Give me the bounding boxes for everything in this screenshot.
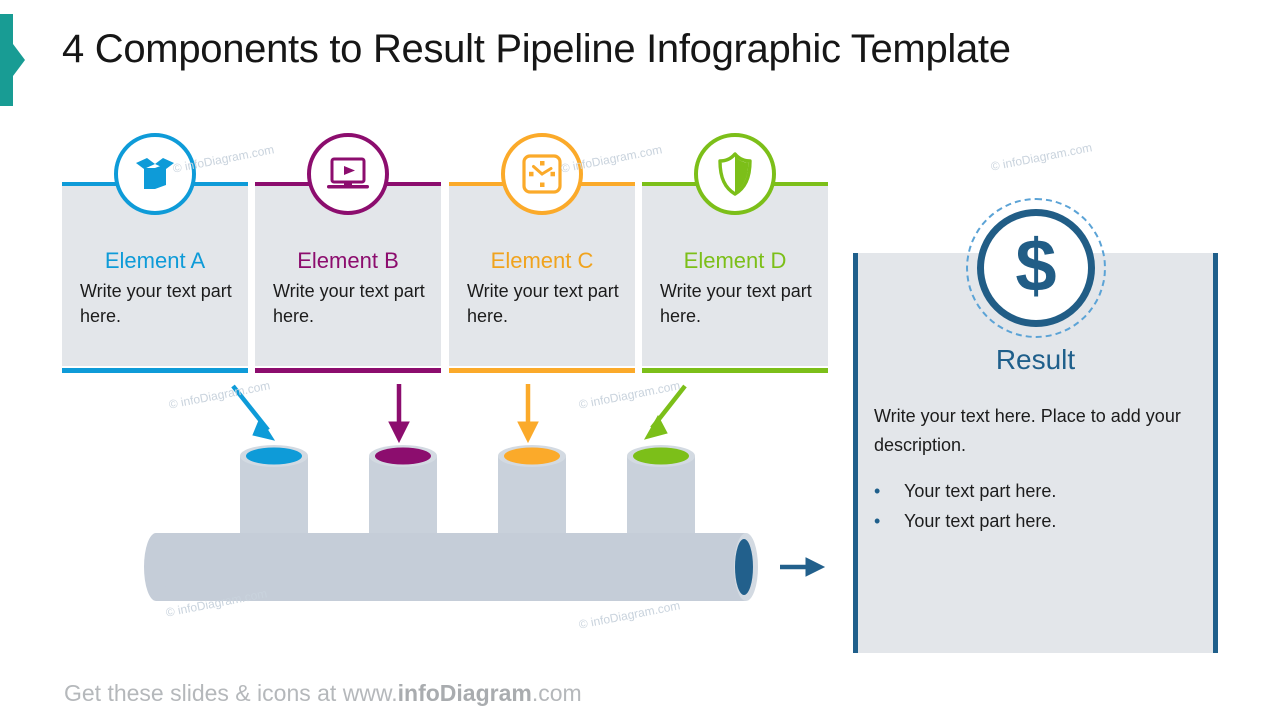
list-item: Your text part here. <box>874 506 1186 536</box>
title-accent-arrow-icon <box>13 44 25 76</box>
outlet-arrow <box>780 557 826 577</box>
pipe-main-body <box>144 533 758 601</box>
result-panel-left-border <box>853 253 858 653</box>
element-card-d[interactable]: Element D Write your text part here. <box>642 186 828 366</box>
pipe-inlet-a <box>246 447 302 465</box>
card-title-a: Element A <box>104 248 206 273</box>
result-bullet-list: Your text part here. Your text part here… <box>874 476 1186 536</box>
clock-icon-circle[interactable] <box>501 133 583 215</box>
card-bottom-line-c <box>449 368 635 373</box>
inlet-arrow-a <box>231 384 276 441</box>
card-title-b: Element B <box>297 248 399 273</box>
list-item: Your text part here. <box>874 476 1186 506</box>
pipeline-diagram <box>144 384 826 601</box>
dollar-dashed-ring <box>966 198 1106 338</box>
inlet-arrow-c <box>517 384 539 444</box>
result-panel-right-border <box>1213 253 1218 653</box>
card-description-c: Write your text part here. <box>467 281 619 326</box>
card-bottom-line-b <box>255 368 441 373</box>
element-card-a[interactable]: Element A Write your text part here. <box>62 186 248 366</box>
card-title-d: Element D <box>683 248 787 273</box>
dollar-symbol: $ <box>1015 224 1057 307</box>
pipe-inlet-c <box>504 447 560 465</box>
laptop-video-icon-circle[interactable] <box>307 133 389 215</box>
result-description: Write your text here. Place to add your … <box>874 406 1181 455</box>
inlet-arrow-b <box>388 384 410 444</box>
dollar-icon[interactable]: $ <box>977 209 1095 327</box>
open-box-icon <box>133 154 177 194</box>
element-card-c[interactable]: Element C Write your text part here. <box>449 186 635 366</box>
card-description-a: Write your text part here. <box>80 281 232 326</box>
footer-prefix: Get these slides & icons at www. <box>64 680 398 706</box>
footer-credit: Get these slides & icons at www.infoDiag… <box>64 680 582 707</box>
page-title: 4 Components to Result Pipeline Infograp… <box>62 27 1011 71</box>
card-description-b: Write your text part here. <box>273 281 425 326</box>
laptop-video-icon <box>325 155 371 193</box>
title-accent-bar <box>0 14 13 106</box>
element-card-b[interactable]: Element B Write your text part here. <box>255 186 441 366</box>
pipe-outlet <box>735 539 753 595</box>
clock-icon <box>521 153 563 195</box>
watermark: © infoDiagram.com <box>989 140 1094 174</box>
footer-brand: infoDiagram <box>397 680 532 706</box>
card-title-c: Element C <box>490 248 594 273</box>
result-title: Result <box>995 344 1076 375</box>
pipe-inlet-b <box>375 447 431 465</box>
shield-icon-circle[interactable] <box>694 133 776 215</box>
open-box-icon-circle[interactable] <box>114 133 196 215</box>
card-description-d: Write your text part here. <box>660 281 812 326</box>
footer-suffix: .com <box>531 680 582 706</box>
pipe-inlet-d <box>633 447 689 465</box>
shield-icon <box>716 152 754 196</box>
card-bottom-line-a <box>62 368 248 373</box>
card-bottom-line-d <box>642 368 828 373</box>
inlet-arrow-d <box>643 384 687 440</box>
